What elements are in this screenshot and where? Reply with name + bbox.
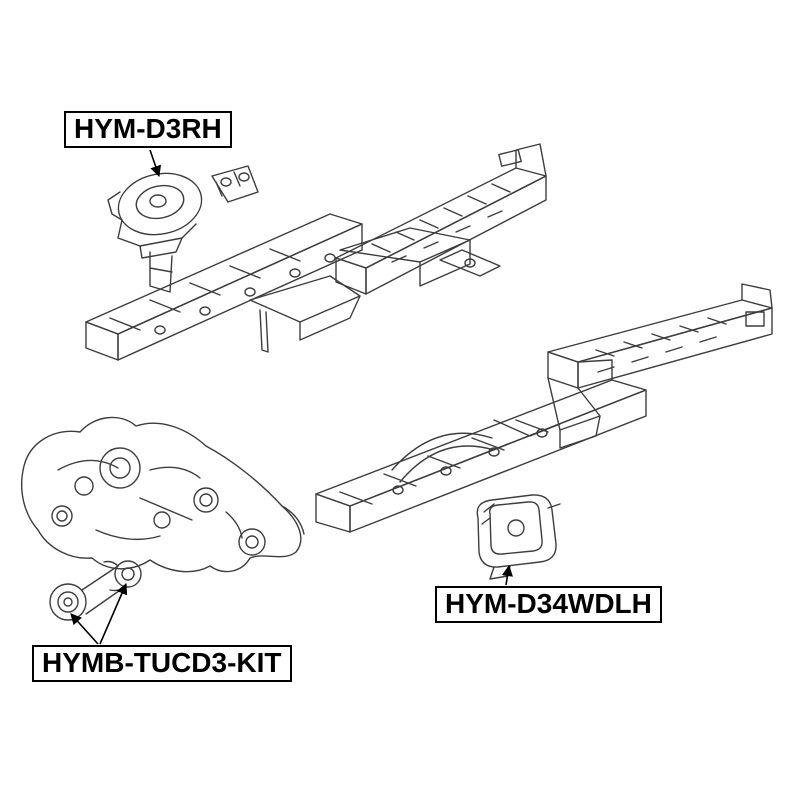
engine-mount-right [107,165,259,293]
leader-hymb-tucd3-kit-b [99,582,128,645]
part-label-engine-mount-right: HYM-D3RH [64,111,232,148]
arm-bushing-kit [49,560,142,621]
leader-hym-d3rh [149,149,161,178]
subframe-crossmember [21,416,305,573]
part-label-arm-bushing-kit: HYMB-TUCD3-KIT [32,645,292,682]
lower-frame-assembly [315,283,773,533]
engine-mount-left [476,494,561,580]
leader-lines [70,149,513,645]
leader-hym-d34wdlh [501,564,513,586]
upper-frame-assembly [85,143,547,361]
part-label-engine-mount-left: HYM-D34WDLH [435,586,662,623]
leader-hymb-tucd3-kit-a [70,613,99,645]
